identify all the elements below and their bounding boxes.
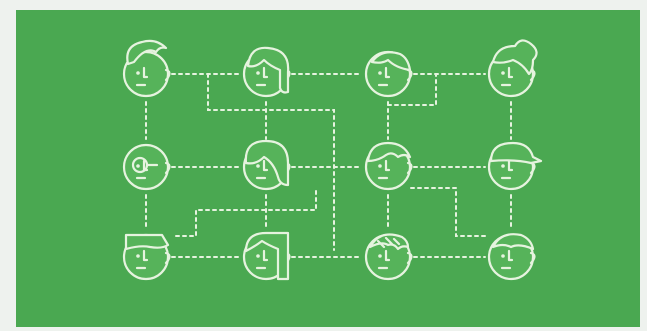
face-icon bbox=[124, 235, 170, 279]
face-icon bbox=[366, 143, 412, 189]
face-icon bbox=[366, 235, 412, 279]
face-icon bbox=[124, 145, 170, 189]
face-icon bbox=[366, 52, 412, 96]
face-icon bbox=[244, 48, 290, 96]
hair-shape bbox=[126, 235, 168, 249]
face-icon bbox=[244, 141, 290, 189]
face-icon bbox=[244, 233, 290, 279]
people-network-illustration bbox=[16, 10, 640, 327]
illustration-panel bbox=[16, 10, 640, 327]
face-icon bbox=[489, 234, 535, 279]
panel-background bbox=[16, 10, 640, 327]
